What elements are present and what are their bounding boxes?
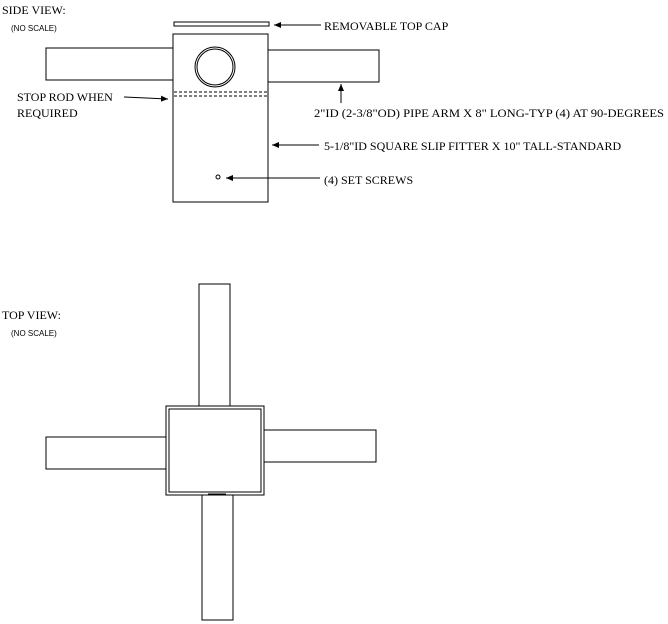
stop-rod-leader	[123, 95, 169, 102]
top-cap	[173, 21, 270, 27]
top-view-title: TOP VIEW:	[2, 308, 61, 322]
set-screws-label: (4) SET SCREWS	[324, 173, 413, 187]
set-screw	[215, 174, 221, 180]
side-view-scale-note: (NO SCALE)	[11, 24, 57, 33]
front-pipe-outer	[194, 46, 236, 88]
left-pipe-arm-top-view	[45, 436, 169, 470]
slip-fitter-body	[172, 33, 269, 203]
pipe-arm-label: 2"ID (2-3/8"OD) PIPE ARM X 8" LONG-TYP (…	[314, 106, 664, 120]
slip-fitter-label: 5-1/8"ID SQUARE SLIP FITTER X 10" TALL-S…	[324, 139, 622, 153]
stop-rod-label-line1: STOP ROD WHEN	[17, 90, 113, 104]
top-pipe-arm	[198, 283, 231, 408]
right-pipe-arm-top-view	[261, 429, 377, 463]
left-pipe-arm	[45, 47, 175, 81]
side-view-title: SIDE VIEW:	[2, 3, 66, 17]
front-pipe-inner	[196, 48, 234, 86]
right-pipe-arm	[267, 49, 380, 83]
slip-fitter-inner-top-view	[168, 408, 262, 493]
stop-rod-label-line2: REQUIRED	[17, 106, 78, 120]
slip-fitter-outer-top-view	[165, 405, 265, 496]
bottom-pipe-arm	[201, 493, 234, 621]
top-view-scale-note: (NO SCALE)	[11, 329, 57, 338]
top-cap-label: REMOVABLE TOP CAP	[324, 19, 449, 33]
